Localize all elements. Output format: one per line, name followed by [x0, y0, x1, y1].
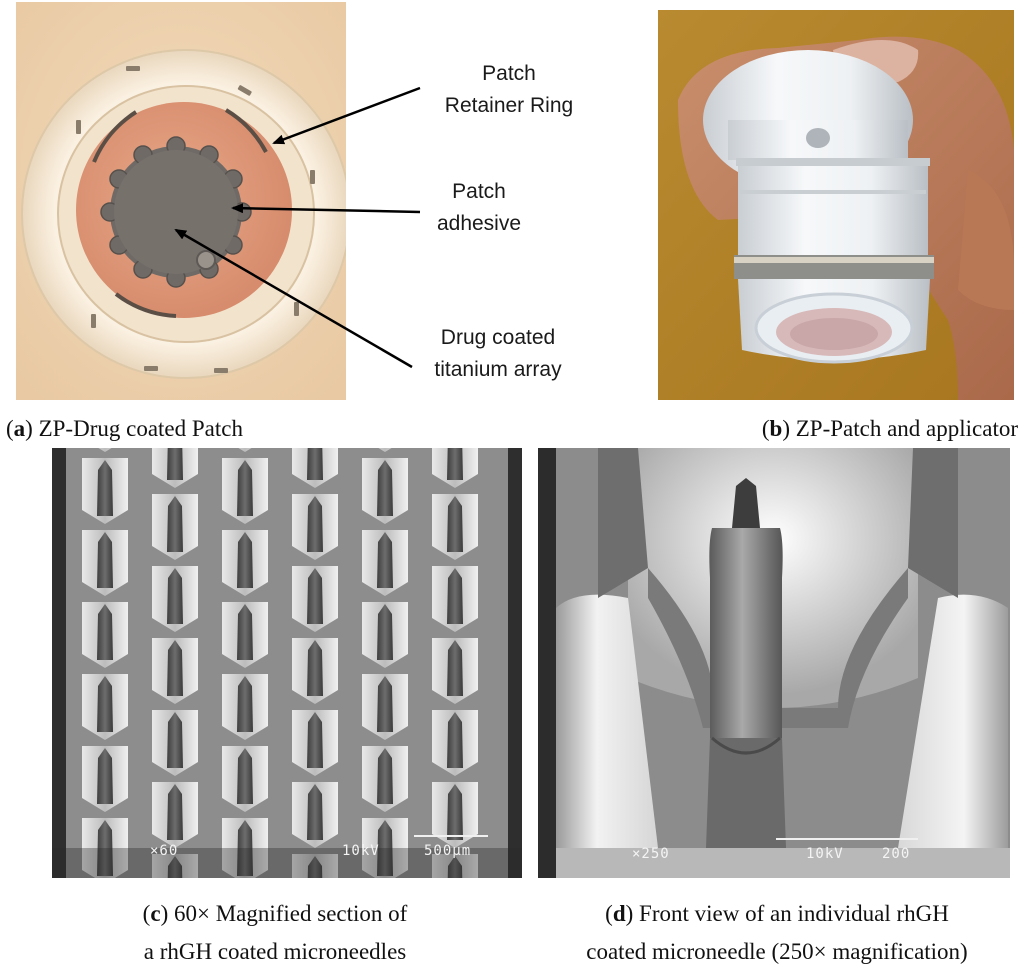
sem-c-magnification: ×60: [150, 843, 179, 859]
microneedle: [97, 748, 113, 804]
microneedle: [307, 856, 323, 878]
arrow-titanium-array: [174, 228, 413, 369]
label-patch-adhesive: Patch adhesive: [436, 180, 522, 235]
microneedle: [307, 640, 323, 696]
microneedle: [167, 640, 183, 696]
microneedle: [447, 448, 463, 480]
microneedle: [97, 604, 113, 660]
microneedle: [307, 496, 323, 552]
microneedle: [167, 712, 183, 768]
microneedle: [237, 820, 253, 876]
sem-c-scale-bar: 500μm: [424, 843, 472, 859]
microneedle-cell: [378, 448, 392, 452]
arrow-retainer-ring: [272, 86, 421, 145]
sem-d-scale-bar: 200: [882, 846, 911, 862]
panel-a-photo: [16, 2, 351, 400]
microneedle: [167, 448, 183, 480]
microneedle: [447, 568, 463, 624]
microneedle: [377, 604, 393, 660]
microneedle: [97, 532, 113, 588]
sem-c-voltage: 10kV: [342, 843, 380, 859]
annotation-arrows: [174, 86, 421, 369]
panel-c-sem: ×60 10kV 500μm: [52, 448, 522, 878]
microneedle: [307, 448, 323, 480]
microneedle: [237, 460, 253, 516]
microneedle: [377, 676, 393, 732]
label-titanium-array: Drug coated titanium array: [434, 326, 562, 381]
microneedle: [447, 856, 463, 878]
sem-array-image: [52, 448, 522, 878]
caption-b: (b) ZP-Patch and applicator: [761, 416, 1018, 441]
microneedle: [447, 784, 463, 840]
microneedle: [377, 460, 393, 516]
microneedle: [167, 784, 183, 840]
panel-d-sem: ×250 10kV 200: [538, 448, 1010, 878]
microneedle: [307, 784, 323, 840]
microneedle-cell: [238, 448, 252, 452]
panel-b-photo: [658, 10, 1014, 401]
microneedle: [377, 532, 393, 588]
microneedle: [377, 748, 393, 804]
caption-d: (d) Front view of an individual rhGH coa…: [586, 901, 968, 964]
microneedle: [237, 748, 253, 804]
microneedle: [167, 568, 183, 624]
microneedle: [97, 820, 113, 876]
patch-photo-image: [16, 2, 351, 400]
microneedle: [307, 712, 323, 768]
microneedle: [377, 820, 393, 876]
microneedle-cell: [98, 448, 112, 452]
microneedle: [167, 496, 183, 552]
microneedle: [447, 496, 463, 552]
microneedle: [97, 460, 113, 516]
arrow-patch-adhesive: [231, 203, 421, 214]
sem-needle-image: [538, 448, 1010, 878]
microneedle: [447, 640, 463, 696]
caption-c: (c) 60× Magnified section of a rhGH coat…: [142, 901, 408, 964]
microneedle: [237, 676, 253, 732]
microneedle: [97, 676, 113, 732]
microneedle: [447, 712, 463, 768]
microneedle: [237, 532, 253, 588]
label-retainer-ring: Patch Retainer Ring: [444, 62, 574, 117]
microneedle: [167, 856, 183, 878]
applicator-photo-image: [658, 10, 1014, 401]
caption-a: (a) ZP-Drug coated Patch: [6, 416, 243, 441]
sem-d-voltage: 10kV: [806, 846, 844, 862]
sem-d-magnification: ×250: [632, 846, 670, 862]
microneedle: [237, 604, 253, 660]
microneedle: [307, 568, 323, 624]
